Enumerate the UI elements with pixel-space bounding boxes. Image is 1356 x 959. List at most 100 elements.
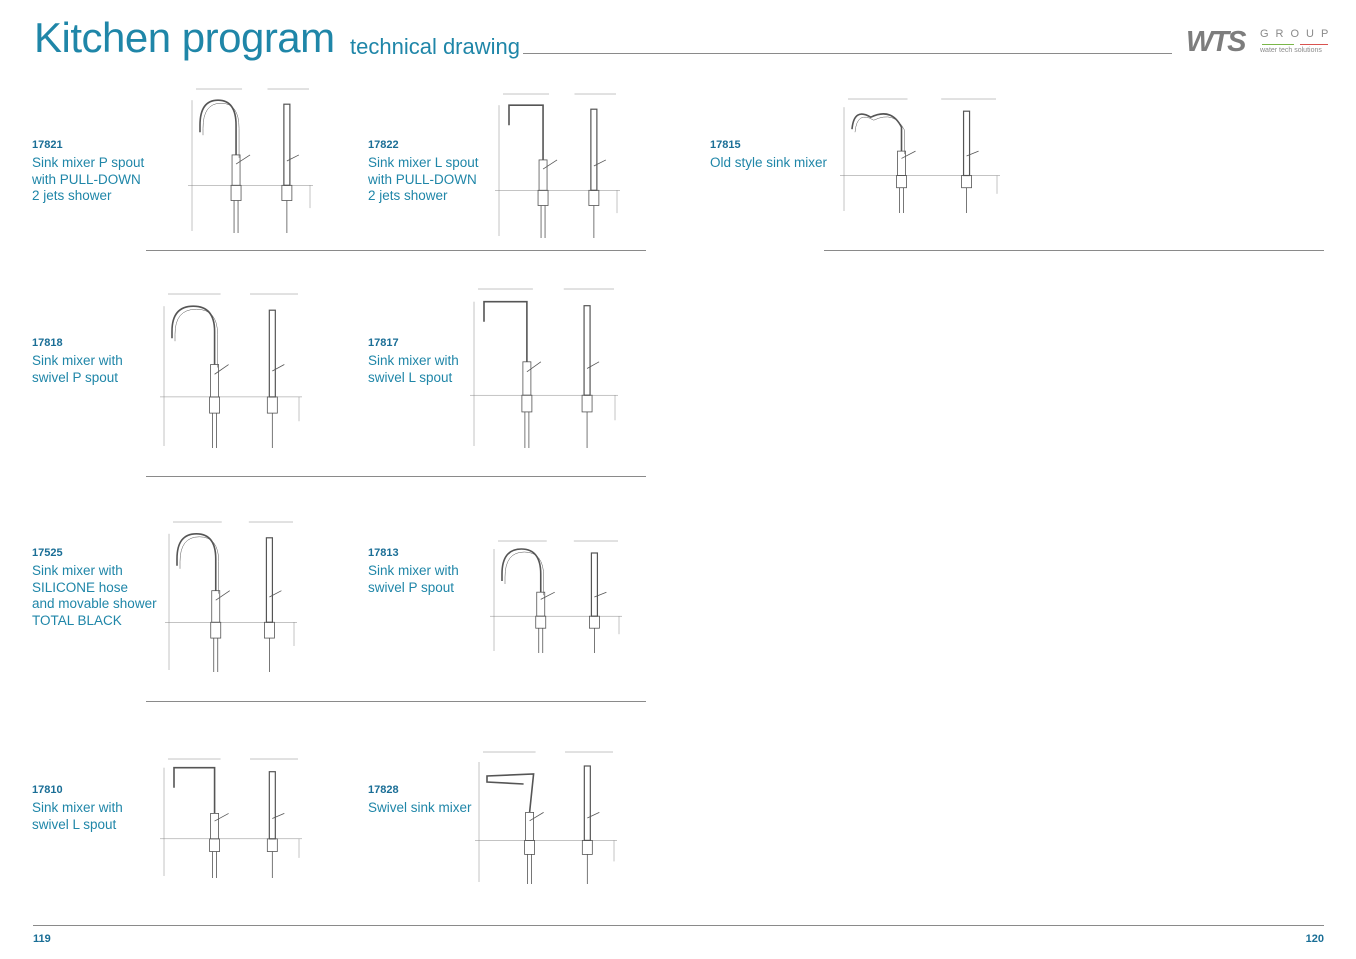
faucet-drawing-svg	[160, 293, 302, 448]
faucet-shank	[524, 840, 535, 855]
product-code: 17525	[32, 547, 63, 559]
product-code: 17821	[32, 139, 63, 151]
product-name-line: 2 jets shower	[368, 188, 448, 203]
product-name-line: swivel L spout	[368, 369, 453, 385]
faucet-body	[211, 590, 221, 623]
side-view-spout	[583, 765, 591, 842]
side-view-spout	[268, 309, 276, 398]
side-view-spout	[590, 108, 598, 191]
technical-drawing	[475, 748, 617, 888]
faucet-drawing-svg	[165, 521, 297, 672]
side-view-spout	[283, 103, 291, 186]
logo-tagline: water tech solutions	[1260, 47, 1322, 54]
side-view-lever	[269, 590, 282, 598]
faucet-spout	[176, 532, 217, 591]
side-view-shank	[581, 394, 593, 413]
faucet-spout-inner	[504, 551, 544, 596]
technical-drawing	[160, 290, 302, 452]
faucet-body	[522, 361, 532, 396]
faucet-spout-inner	[179, 536, 219, 594]
product-name-line: swivel P spout	[368, 579, 455, 595]
technical-drawing	[165, 518, 297, 676]
side-view-lever	[593, 159, 607, 167]
product-name-line: Swivel sink mixer	[368, 800, 472, 815]
section-divider	[146, 476, 646, 477]
side-view-shank	[961, 175, 972, 189]
faucet-body	[210, 364, 219, 398]
page-title: Kitchen program	[34, 14, 335, 61]
faucet-spout-inner	[174, 308, 218, 368]
product-name-line: Old style sink mixer	[710, 155, 828, 170]
product-name-line: Sink mixer with	[368, 353, 459, 368]
side-view-spout	[962, 110, 971, 177]
product-name-line: Sink mixer L spout	[368, 155, 479, 170]
faucet-spout	[508, 104, 544, 160]
technical-drawing	[840, 95, 1000, 217]
faucet-lever	[526, 361, 542, 373]
product-name-line: Sink mixer with	[368, 563, 459, 578]
side-view-shank	[264, 621, 275, 639]
faucet-lever	[214, 813, 229, 822]
side-view-shank	[588, 189, 600, 206]
faucet-lever	[215, 590, 230, 601]
faucet-lever	[214, 364, 229, 375]
faucet-drawing-svg	[470, 288, 618, 448]
side-view-spout	[265, 537, 274, 623]
product-name-line: Sink mixer with	[32, 353, 123, 368]
footer-rule	[33, 925, 1324, 926]
faucet-shank	[230, 184, 242, 201]
technical-drawing	[470, 285, 618, 452]
logo-green-line	[1262, 44, 1294, 45]
side-view-lever	[966, 150, 979, 157]
faucet-lever	[901, 150, 916, 159]
product-name-line: Sink mixer with	[32, 800, 123, 815]
product-name-line: SILICONE hose	[32, 579, 129, 595]
side-view-lever	[586, 361, 600, 369]
technical-drawing	[490, 537, 622, 657]
side-view-lever	[272, 813, 285, 819]
faucet-shank	[535, 615, 547, 629]
side-view-spout	[268, 771, 276, 840]
product-code: 17813	[368, 547, 399, 559]
side-view-spout	[583, 305, 591, 396]
side-view-shank	[266, 838, 278, 852]
faucet-shank	[209, 838, 220, 852]
side-view-lever	[594, 591, 607, 598]
faucet-spout-inner	[854, 116, 905, 155]
faucet-body	[536, 591, 546, 617]
faucet-body	[897, 150, 906, 176]
side-view-shank	[581, 840, 593, 855]
product-name: Swivel sink mixer	[368, 800, 508, 817]
wts-group-logo: WTS GROUP water tech solutions	[1186, 26, 1331, 60]
product-name-line: and movable shower	[32, 596, 157, 611]
faucet-lever	[529, 812, 544, 822]
faucet-shank	[209, 396, 220, 414]
faucet-shank	[521, 394, 533, 413]
faucet-drawing-svg	[490, 540, 622, 653]
faucet-drawing-svg	[475, 751, 617, 884]
faucet-drawing-svg	[160, 758, 302, 878]
faucet-shank	[896, 175, 907, 189]
product-name-line: swivel P spout	[32, 369, 119, 385]
logo-group: GROUP	[1260, 28, 1336, 40]
product-code: 17810	[32, 784, 63, 796]
faucet-drawing-svg	[840, 98, 1000, 213]
logo-brand: WTS	[1186, 26, 1246, 58]
product-code: 17828	[368, 784, 399, 796]
faucet-spout	[486, 773, 535, 813]
faucet-spout-inner	[202, 102, 240, 158]
section-divider	[146, 250, 646, 251]
product-name-line: Sink mixer P spout	[32, 155, 145, 170]
product-code: 17817	[368, 337, 399, 349]
product-name-line: TOTAL BLACK	[32, 612, 122, 628]
logo-red-line	[1300, 44, 1328, 45]
